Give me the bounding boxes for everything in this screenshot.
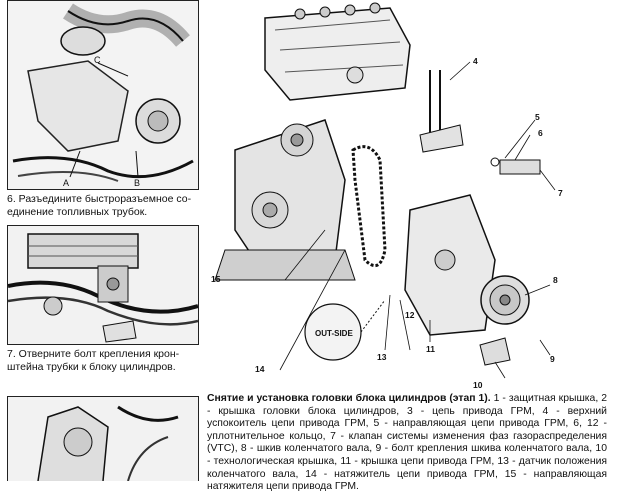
- outside-marking-detail: OUT-SIDE: [304, 299, 386, 361]
- callout-13: 13: [377, 352, 387, 362]
- crankshaft-pulley: [480, 275, 530, 325]
- outside-label: OUT-SIDE: [315, 329, 353, 338]
- label-a: A: [63, 178, 69, 188]
- callout-4: 4: [473, 56, 478, 66]
- figure-caption: Снятие и установка головки блока цилиндр…: [207, 393, 607, 494]
- callout-10: 10: [473, 380, 483, 390]
- fuel-bracket-drawing: [8, 226, 198, 344]
- callout-5: 5: [535, 112, 540, 122]
- vtc-valve: [490, 157, 541, 175]
- figure-caption-title: Снятие и установка головки блока цилиндр…: [207, 393, 491, 404]
- figure-caption-body: 1 - защитная крышка, 2 - крышка головки …: [207, 393, 607, 493]
- callout-lines: [279, 61, 556, 379]
- fuel-lines-drawing: C A B: [8, 1, 198, 189]
- callout-15: 15: [211, 274, 221, 284]
- caption-step-6: 6. Разъедините быстроразъемное со-единен…: [7, 193, 192, 218]
- bottom-photo-drawing: [8, 397, 198, 481]
- photo-fuel-lines: C A B: [7, 0, 199, 190]
- label-c: C: [94, 55, 101, 65]
- timing-chain-cover: [404, 194, 496, 336]
- engine-block: [214, 119, 356, 281]
- upper-chain-guide: [419, 70, 464, 153]
- callout-14: 14: [255, 364, 265, 374]
- callout-8: 8: [553, 275, 558, 285]
- callout-9: 9: [550, 354, 555, 364]
- callout-11: 11: [426, 344, 435, 354]
- photo-bottom: [7, 396, 199, 481]
- label-b: B: [134, 178, 140, 188]
- cylinder-head-cover: [264, 2, 411, 101]
- callout-7: 7: [558, 188, 563, 198]
- callout-6: 6: [538, 128, 543, 138]
- cylinder-head-exploded-view: OUT-SIDE 4 5 6 7 8 9 10 11 12 13 14 15: [211, 2, 563, 390]
- caption-step-7: 7. Отверните болт крепления крон-штейна …: [7, 348, 180, 373]
- callout-12: 12: [405, 310, 415, 320]
- timing-chain: [351, 145, 387, 268]
- photo-fuel-bracket: [7, 225, 199, 345]
- service-cover: [479, 337, 511, 366]
